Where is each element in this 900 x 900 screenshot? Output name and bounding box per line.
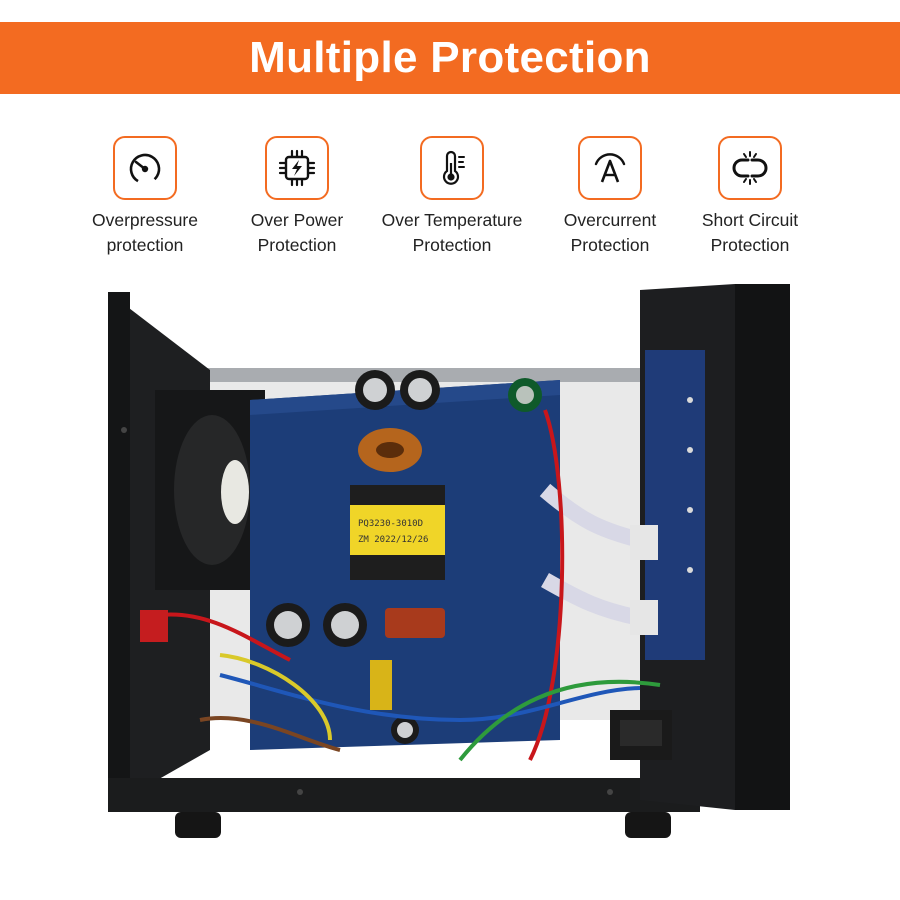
feature-label-line2: Protection (257, 235, 337, 255)
feature-label-line1: Over Power (250, 210, 344, 230)
page-title: Multiple Protection (249, 33, 651, 82)
feature-over-power: Over Power Protection (212, 136, 382, 258)
transformer-label-line2: ZM 2022/12/26 (358, 535, 428, 545)
feature-label-line1: Over Temperature (381, 210, 523, 230)
gauge-icon (113, 136, 177, 200)
feature-overcurrent: Overcurrent Protection (525, 136, 695, 258)
thermometer-icon (420, 136, 484, 200)
power-supply-photo: PQ3230-3010D ZM 2022/12/26 (108, 284, 790, 838)
feature-label-line2: protection (106, 235, 184, 255)
protection-features: Overpressure protection Over Power Prote… (0, 136, 900, 266)
feature-label-line2: Protection (570, 235, 650, 255)
feature-label-line2: Protection (412, 235, 492, 255)
feature-label-line1: Short Circuit (701, 210, 799, 230)
broken-link-icon (718, 136, 782, 200)
feature-over-temperature: Over Temperature Protection (367, 136, 537, 258)
feature-short-circuit: Short Circuit Protection (665, 136, 835, 258)
transformer-label-line1: PQ3230-3010D (358, 519, 423, 529)
feature-label-line1: Overcurrent (563, 210, 657, 230)
feature-label-line1: Overpressure (91, 210, 198, 230)
header-banner: Multiple Protection (0, 22, 900, 94)
chip-lightning-icon (265, 136, 329, 200)
ampere-icon (578, 136, 642, 200)
feature-label-line2: Protection (710, 235, 790, 255)
feature-overpressure: Overpressure protection (60, 136, 230, 258)
